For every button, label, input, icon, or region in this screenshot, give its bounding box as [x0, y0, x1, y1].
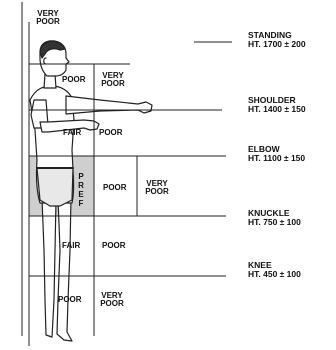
- knee-height: HT. 450 ± 100: [248, 270, 301, 279]
- zone-elbow-poor: POOR: [103, 184, 127, 192]
- zone-knee-very-poor: VERY POOR: [100, 292, 124, 308]
- zone-knuckle-fair: FAIR: [62, 242, 80, 250]
- zone-knee-poor: POOR: [58, 296, 82, 304]
- zone-head-very-poor: VERY POOR: [101, 72, 125, 88]
- elbow-height: HT. 1100 ± 150: [248, 154, 305, 163]
- zone-right-very-poor: VERY POOR: [145, 180, 169, 196]
- zone-head-poor: POOR: [62, 76, 86, 84]
- zone-elbow-pref: PREF: [77, 172, 85, 208]
- zone-shoulder-poor: POOR: [99, 129, 123, 137]
- zone-shoulder-fair: FAIR: [63, 129, 81, 137]
- standing-height: HT. 1700 ± 200: [248, 40, 306, 49]
- knuckle-height: HT. 750 ± 100: [248, 218, 301, 227]
- zone-top-very-poor: VERY POOR: [36, 10, 60, 26]
- shoulder-height: HT. 1400 ± 150: [248, 105, 306, 114]
- zone-knuckle-poor: POOR: [102, 242, 126, 250]
